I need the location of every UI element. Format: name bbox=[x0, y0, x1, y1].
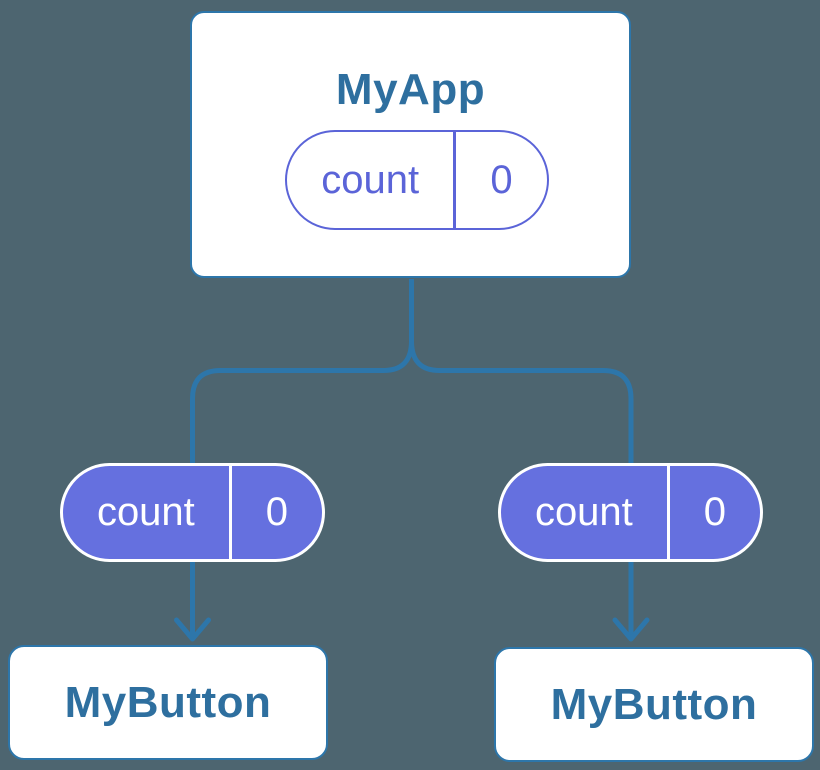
prop-pill-left-name: count bbox=[96, 490, 195, 534]
node-myapp: MyApp count 0 bbox=[190, 11, 631, 278]
node-mybutton-right-title: MyButton bbox=[550, 679, 758, 729]
node-mybutton-right: MyButton bbox=[494, 647, 814, 762]
node-mybutton-left: MyButton bbox=[8, 645, 328, 760]
prop-pill-right: count 0 bbox=[498, 463, 763, 562]
state-pill-myapp: count 0 bbox=[285, 130, 549, 230]
pill-divider bbox=[228, 466, 232, 559]
node-mybutton-left-title: MyButton bbox=[64, 677, 272, 727]
prop-pill-right-name: count bbox=[534, 490, 633, 534]
pill-divider bbox=[666, 466, 670, 559]
prop-pill-left: count 0 bbox=[60, 463, 325, 562]
pill-divider bbox=[453, 132, 456, 228]
connector-left-branch bbox=[190, 279, 414, 463]
connector-right-branch bbox=[409, 279, 634, 463]
prop-pill-left-value: 0 bbox=[265, 490, 288, 534]
node-myapp-title: MyApp bbox=[335, 65, 486, 114]
arrowhead-down-left-icon bbox=[174, 617, 211, 642]
state-pill-value: 0 bbox=[490, 157, 513, 202]
prop-pill-right-value: 0 bbox=[703, 490, 726, 534]
state-pill-name: count bbox=[321, 157, 420, 202]
arrowhead-down-right-icon bbox=[612, 617, 650, 642]
